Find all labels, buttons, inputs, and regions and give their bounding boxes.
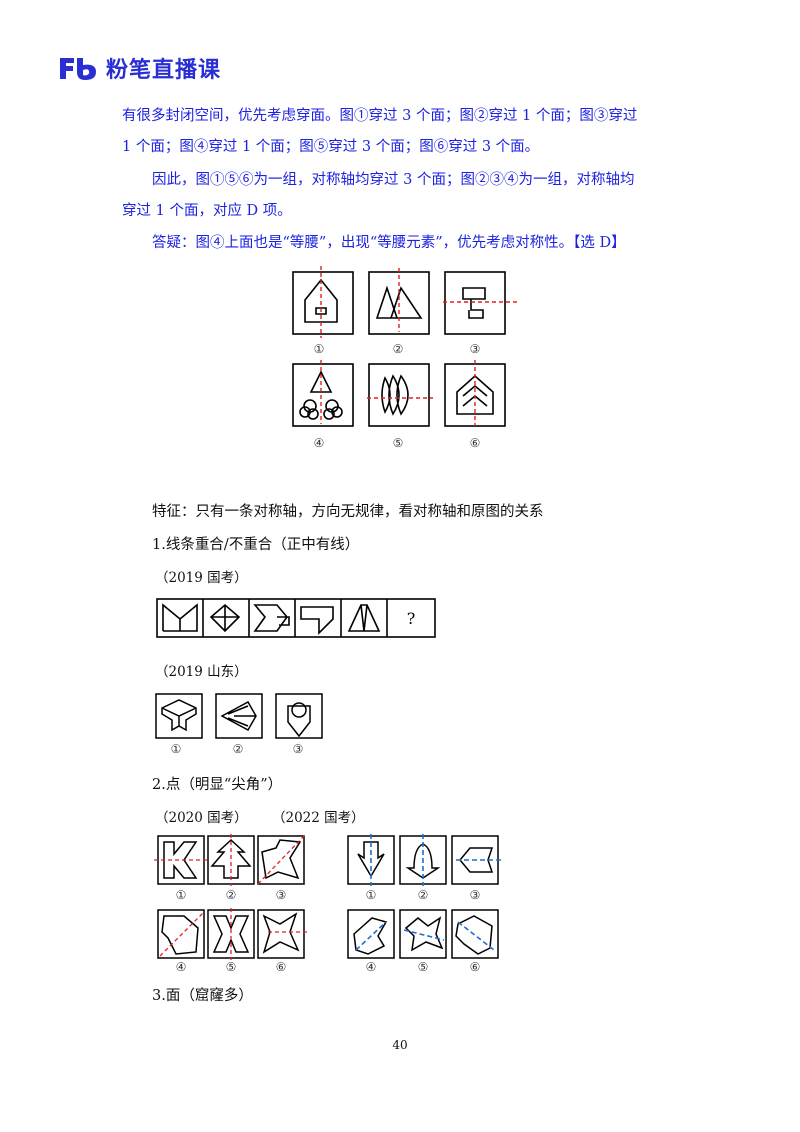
set2020-label-5: ⑤ — [225, 960, 237, 974]
panel-3 — [444, 271, 506, 335]
feature-note: 特征：只有一条对称轴，方向无规律，看对称轴和原图的关系 — [152, 504, 544, 520]
explanation-line-5: 答疑：图④上面也是“等腰”，出现“等腰元素”，优先考虑对称性。【选 D】 — [152, 235, 626, 251]
set-2020-figure — [154, 834, 310, 960]
shandong-label-1: ① — [170, 742, 182, 756]
section-1-title: 1.线条重合/不重合（正中有线） — [152, 537, 360, 553]
panel-5 — [368, 363, 430, 427]
page-number: 40 — [392, 1038, 408, 1052]
set-2022-figure — [347, 834, 502, 959]
section-2-title: 2.点（明显“尖角”） — [152, 777, 283, 793]
panel-2-label: ② — [392, 342, 404, 356]
answer-figure — [292, 266, 519, 427]
set2022-label-1: ① — [365, 888, 377, 902]
brand-logo: 粉笔直播课 — [58, 52, 221, 84]
set2020-label-2: ② — [225, 888, 237, 902]
explanation-line-4: 穿过 1 个面，对应 D 项。 — [122, 203, 292, 219]
set2020-label-3: ③ — [275, 888, 287, 902]
set2022-label-2: ② — [417, 888, 429, 902]
panel-5-label: ⑤ — [392, 436, 404, 450]
set2022-label-3: ③ — [469, 888, 481, 902]
panel-4-label: ④ — [313, 436, 325, 450]
shandong-figure — [155, 693, 323, 739]
explanation-line-2: 1 个面；图④穿过 1 个面；图⑤穿过 3 个面；图⑥穿过 3 个面。 — [122, 139, 540, 155]
set2022-label-6: ⑥ — [469, 960, 481, 974]
set2020-label-4: ④ — [175, 960, 187, 974]
source-2019-guokao: （2019 国考） — [155, 570, 248, 586]
set2022-label-4: ④ — [365, 960, 377, 974]
set2020-label-6: ⑥ — [275, 960, 287, 974]
panel-6-label: ⑥ — [469, 436, 481, 450]
panel-3-label: ③ — [469, 342, 481, 356]
explanation-line-3: 因此，图①⑤⑥为一组，对称轴均穿过 3 个面；图②③④为一组，对称轴均 — [152, 172, 635, 188]
panel-1-label: ① — [313, 342, 325, 356]
sequence-strip-2019: ? — [156, 598, 436, 638]
shandong-label-3: ③ — [292, 742, 304, 756]
brand-name: 粉笔直播课 — [106, 58, 222, 83]
fb-logo-icon — [60, 58, 96, 80]
source-2019-shandong: （2019 山东） — [155, 664, 248, 680]
section-3-title: 3.面（窟窿多） — [152, 988, 253, 1004]
panel-1 — [292, 271, 354, 335]
source-2020-guokao: （2020 国考） — [155, 810, 248, 826]
shandong-label-2: ② — [232, 742, 244, 756]
panel-4 — [292, 363, 354, 427]
explanation-line-1: 有很多封闭空间，优先考虑穿面。图①穿过 3 个面；图②穿过 1 个面；图③穿过 — [122, 108, 638, 124]
set2020-label-1: ① — [175, 888, 187, 902]
source-2022-guokao: （2022 国考） — [272, 810, 365, 826]
question-mark: ? — [407, 609, 416, 628]
set2022-label-5: ⑤ — [417, 960, 429, 974]
